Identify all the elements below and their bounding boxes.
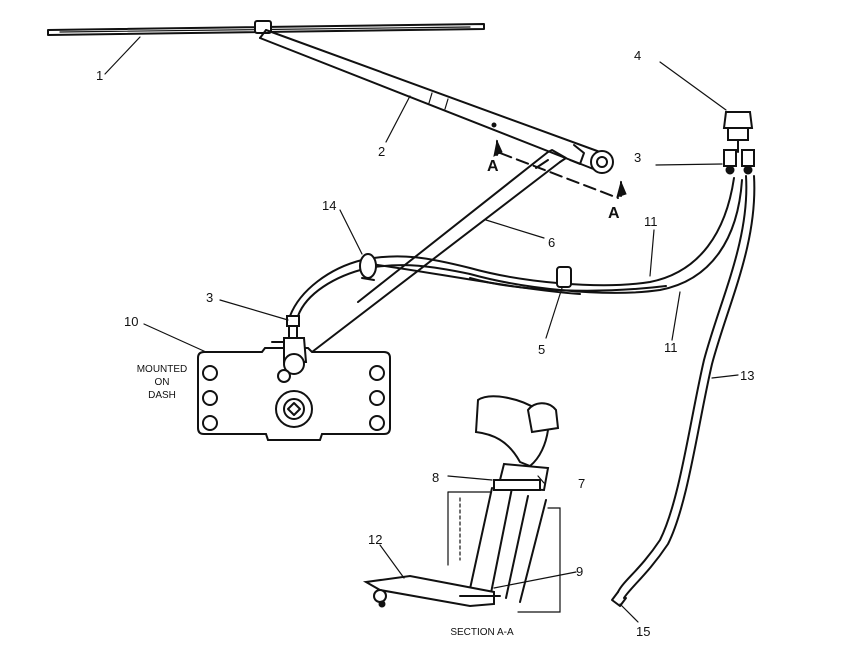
label-1: 1 xyxy=(96,68,103,83)
hose-clamp-upper xyxy=(359,253,377,281)
label-13: 13 xyxy=(740,368,754,383)
motor-caption: MOUNTED ON DASH xyxy=(137,364,188,401)
label-8: 8 xyxy=(432,470,439,485)
label-11-upper: 11 xyxy=(644,214,658,229)
section-markers: A A xyxy=(487,158,620,222)
motor-caption-line-2: ON xyxy=(155,377,170,388)
leader-lines xyxy=(104,36,739,623)
label-10: 10 xyxy=(124,314,138,329)
motor-caption-line-1: MOUNTED xyxy=(137,364,188,375)
label-2: 2 xyxy=(378,144,385,159)
drain-hose xyxy=(617,175,756,599)
callout-labels: 1 2 3 3 4 5 6 7 8 9 10 11 11 12 13 14 15 xyxy=(96,48,754,639)
washer-jet-assembly xyxy=(722,111,755,175)
label-3-jet: 3 xyxy=(634,150,641,165)
label-7: 7 xyxy=(578,476,585,491)
label-3-motor: 3 xyxy=(206,290,213,305)
motor-caption-line-3: DASH xyxy=(148,390,176,401)
hose-end xyxy=(611,591,627,607)
link-rod xyxy=(311,149,567,353)
motor-hose-fitting xyxy=(271,315,300,343)
label-15: 15 xyxy=(636,624,650,639)
pivot-eye xyxy=(590,150,614,174)
label-5: 5 xyxy=(538,342,545,357)
section-marker-bottom: A xyxy=(608,205,620,222)
label-4: 4 xyxy=(634,48,641,63)
section-detail xyxy=(362,395,561,613)
label-9: 9 xyxy=(576,564,583,579)
label-14: 14 xyxy=(322,198,336,213)
hose-lines xyxy=(289,177,743,317)
hose-clip xyxy=(556,266,572,288)
section-cut-line xyxy=(493,139,627,199)
section-marker-top: A xyxy=(487,158,499,175)
label-12: 12 xyxy=(368,532,382,547)
label-11-lower: 11 xyxy=(664,340,678,355)
wiper-arm xyxy=(259,29,601,171)
label-6: 6 xyxy=(548,235,555,250)
wiper-motor xyxy=(197,337,391,441)
section-caption: SECTION A-A xyxy=(450,627,514,638)
wiper-blade xyxy=(47,20,485,36)
